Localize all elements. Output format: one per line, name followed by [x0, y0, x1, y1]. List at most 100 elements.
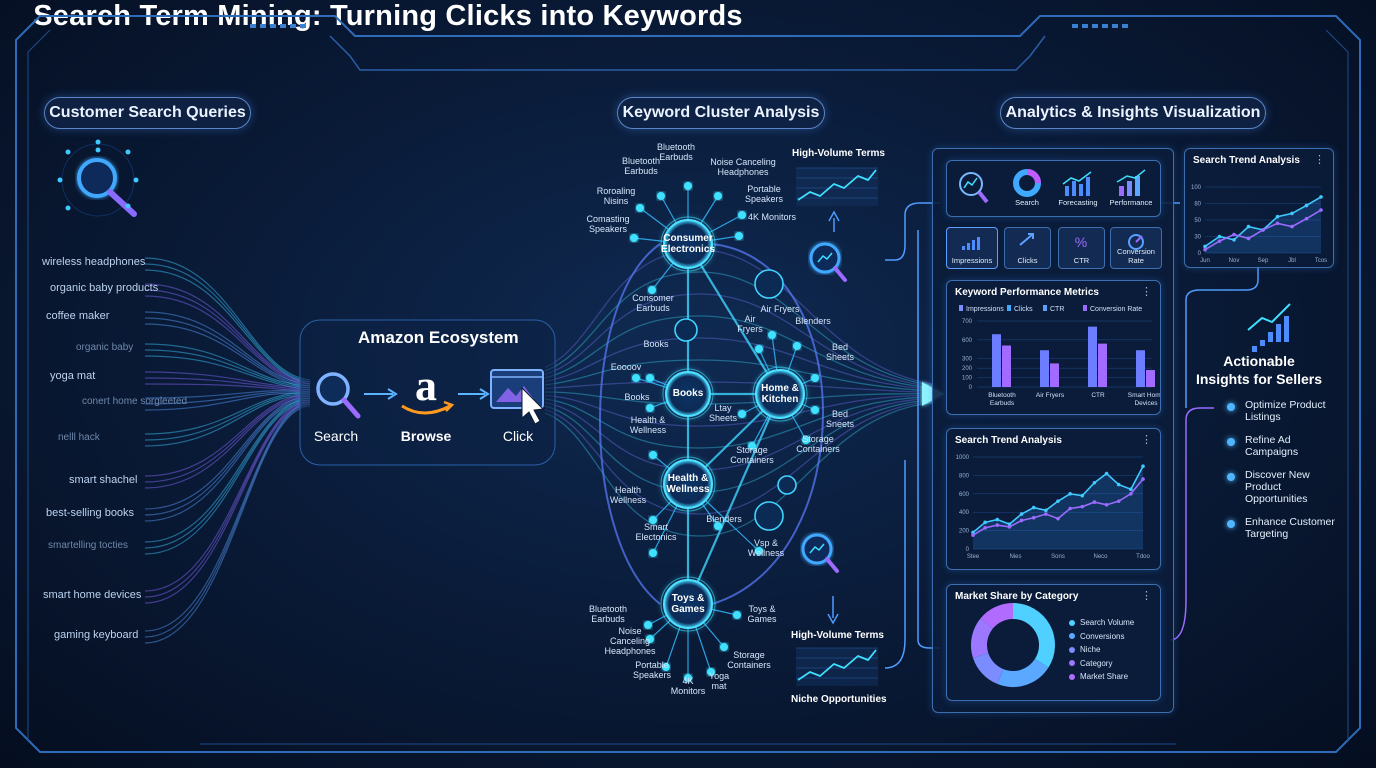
tool-forecasting[interactable]: Forecasting	[1055, 166, 1101, 210]
trend-magnifier-handle	[825, 557, 839, 573]
tool-performance[interactable]: Performance	[1107, 166, 1155, 210]
trend-large-ytick: 0	[966, 547, 970, 553]
hub-label: Toys & Games	[671, 593, 705, 615]
query-stream	[144, 395, 311, 447]
keyword-label: Portable Speakers	[632, 660, 672, 680]
trend-large-point	[1129, 487, 1133, 491]
market-share-menu-icon[interactable]: ⋮	[1141, 590, 1152, 602]
kpm-legend-swatch	[1043, 305, 1047, 311]
query-stream	[144, 395, 311, 483]
trend-small-point	[1304, 203, 1309, 208]
trend-small-point	[1319, 195, 1323, 199]
tool-search[interactable]: Search	[1005, 166, 1049, 210]
cluster-stream	[544, 359, 936, 392]
query-stream	[144, 371, 311, 389]
hub-halo	[662, 368, 714, 420]
query-stream	[144, 403, 311, 638]
query-item: best-selling books	[46, 507, 135, 519]
legend-label: Market Share	[1080, 672, 1129, 681]
insight-bullet	[1227, 473, 1235, 481]
kpm-ytick: 300	[962, 357, 973, 363]
keyword-node	[707, 668, 715, 676]
sparkle-dot	[95, 139, 101, 145]
keyword-label: Bluetooth Earbuds	[588, 604, 628, 624]
keyword-node	[733, 611, 741, 619]
query-stream	[144, 399, 311, 549]
sparkle-dot	[65, 205, 71, 211]
insight-bullet	[1227, 403, 1235, 411]
tool-performance-label: Performance	[1109, 198, 1153, 207]
hub-node	[663, 459, 713, 509]
insight-bar-icon	[1268, 332, 1273, 342]
metric-tile-label: Impressions	[951, 256, 993, 265]
ecosystem-box	[299, 319, 556, 466]
trend-small-point	[1290, 211, 1294, 216]
keyword-node	[768, 331, 776, 339]
trend-large-point	[1056, 499, 1060, 503]
cluster-stream	[544, 394, 936, 427]
cluster-stream	[544, 315, 936, 390]
tool-analyze[interactable]	[953, 166, 995, 210]
query-stream	[144, 317, 311, 387]
kpm-bar	[1146, 370, 1155, 387]
frame-tick	[290, 24, 296, 28]
trend-large-point	[1080, 504, 1085, 509]
donut-icon	[1013, 169, 1041, 197]
market-share-panel: Market Share by Category ⋮ Search Volume…	[946, 584, 1161, 701]
frame-tick	[280, 24, 286, 28]
keyword-node	[735, 232, 743, 240]
frame-outline	[15, 15, 1361, 753]
kpm-menu-icon[interactable]: ⋮	[1141, 286, 1152, 298]
trend-bars-icon	[1062, 171, 1092, 196]
cluster-network	[599, 182, 824, 682]
trend-large-point	[1019, 512, 1024, 516]
trend-small-ytick: 50	[1194, 218, 1201, 224]
keyword-node	[630, 234, 638, 242]
keyword-label: Storage Containers	[796, 434, 840, 454]
query-stream	[144, 263, 311, 383]
keyword-label: Vsp & Wellness	[747, 538, 785, 558]
trend-small-menu-icon[interactable]: ⋮	[1314, 154, 1325, 166]
metric-tile-label: Clicks	[1017, 256, 1038, 265]
query-stream	[144, 269, 311, 385]
kpm-ytick: 0	[969, 385, 973, 391]
legend-dot	[1069, 646, 1075, 653]
insight-trend-icon	[1247, 303, 1291, 331]
insight-bar-icon	[1260, 340, 1265, 346]
keyword-label: Health & Wellness	[629, 415, 667, 435]
legend-dot	[1069, 619, 1075, 626]
trend-small-point	[1217, 239, 1222, 243]
metric-tile[interactable]: Impressions	[946, 227, 998, 269]
amazon-smile-arrow	[443, 400, 455, 412]
trend-large-ytick: 200	[959, 529, 970, 535]
trend-large-menu-icon[interactable]: ⋮	[1141, 434, 1152, 446]
trend-large-xtick: Tdoo	[1136, 554, 1150, 560]
keyword-label: Comasting Speakers	[586, 214, 630, 234]
legend-dot	[1069, 660, 1075, 667]
keyword-node	[811, 406, 819, 414]
connector	[884, 460, 906, 669]
insight-item: Enhance Customer Targeting	[1245, 516, 1335, 540]
query-item: smart shachel	[69, 474, 138, 486]
ecosystem-title: Amazon Ecosystem	[358, 328, 519, 347]
metric-tile[interactable]: %CTR	[1058, 227, 1105, 269]
frame-inner-left	[27, 29, 51, 740]
metric-tile-label: Conversion Rate	[1117, 247, 1155, 265]
trend-large-point	[1104, 471, 1109, 476]
trend-large-xtick: Sons	[1051, 554, 1065, 560]
amazon-smile-icon	[401, 404, 451, 415]
metric-tile[interactable]: Clicks	[1004, 227, 1051, 269]
query-item: organic baby	[76, 342, 134, 353]
keyword-label: Yoga mat	[708, 671, 730, 691]
metric-tile[interactable]: Conversion Rate	[1110, 227, 1162, 269]
sparkline-panel	[796, 648, 878, 686]
trend-large-point	[1080, 493, 1085, 498]
keyword-node	[648, 286, 656, 294]
trend-large-point	[995, 517, 1000, 522]
cluster-stream	[544, 401, 936, 537]
keyword-label: Bluetooth Earbuds	[621, 156, 661, 176]
trend-large-point	[1068, 492, 1072, 496]
market-share-legend-item: Conversions	[1069, 632, 1124, 641]
trend-small-point	[1275, 214, 1280, 219]
trend-large-point	[1068, 506, 1072, 511]
